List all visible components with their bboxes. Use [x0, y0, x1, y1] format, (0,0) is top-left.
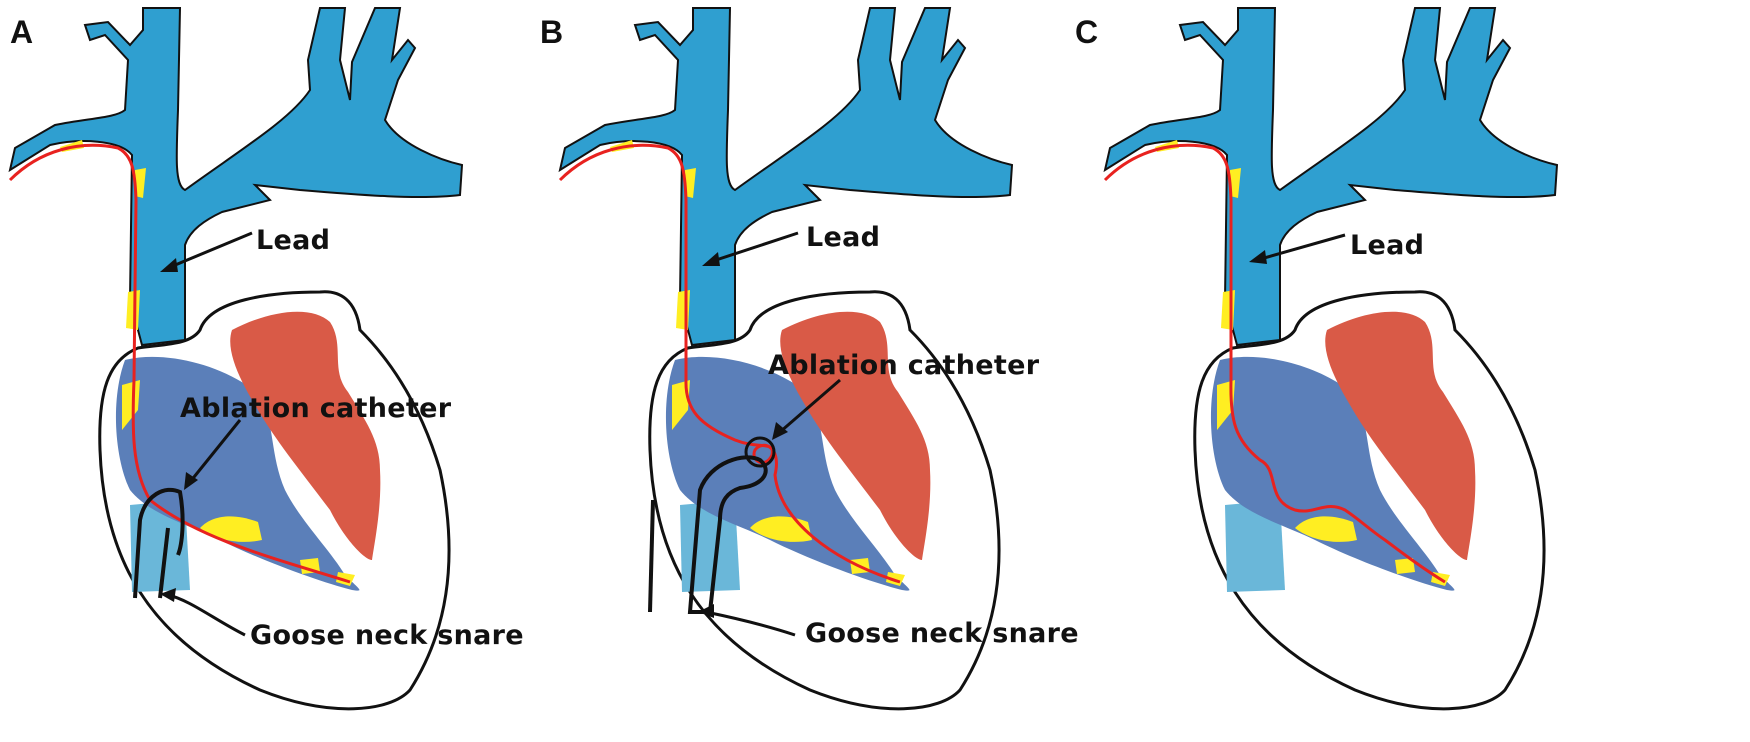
panel-a: A Lead Ablation catheter Goose neck snar…: [0, 0, 583, 742]
lead-wire: [558, 143, 901, 584]
goose-neck-snare-label: Goose neck snare: [805, 618, 1079, 649]
panel-letter: A: [10, 14, 34, 50]
panel-letter: B: [540, 14, 564, 50]
lead-label: Lead: [1350, 230, 1425, 261]
lead-wire: [1103, 143, 1446, 584]
goose-neck-snare: [133, 487, 185, 599]
panel-c: C Lead: [1075, 0, 1678, 742]
lead-wire: [8, 143, 351, 584]
ablation-catheter: [648, 499, 655, 613]
panel-b-illustration: [558, 6, 1014, 711]
lead-label: Lead: [806, 222, 881, 253]
ablation-catheter: [158, 527, 170, 599]
panel-c-illustration: [1103, 6, 1559, 711]
ablation-catheter-label: Ablation catheter: [180, 393, 452, 424]
lead-label: Lead: [256, 225, 331, 256]
panel-a-illustration: [8, 6, 464, 711]
ablation-catheter-label: Ablation catheter: [768, 350, 1040, 381]
panel-letter: C: [1075, 14, 1099, 50]
goose-neck-snare-label: Goose neck snare: [250, 620, 524, 651]
goose-neck-snare: [687, 455, 768, 614]
panel-b: B Lead Ablation catheter Goose neck snar…: [540, 0, 1133, 742]
